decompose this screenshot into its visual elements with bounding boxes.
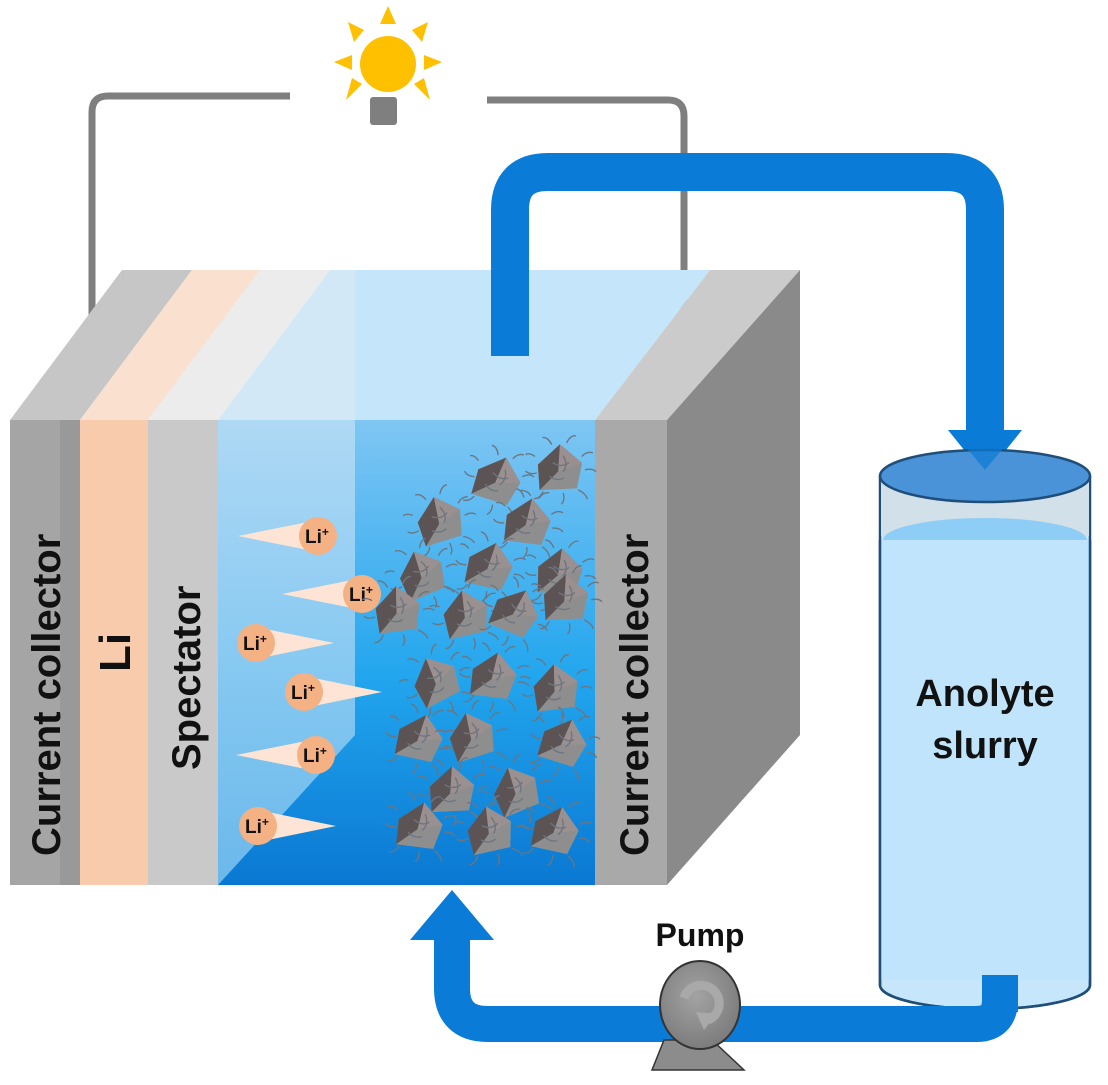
cell-side-face [667,270,800,885]
pipe-tank-outlet [982,1005,1018,1007]
ion-trail [238,520,318,552]
ion-trail [256,627,334,659]
label-current-collector-right: Current collector [613,534,657,856]
external-circuit [88,92,688,356]
lithium-ion [299,517,337,555]
lithium-ion [285,673,323,711]
tank-label-line2: slurry [932,725,1038,767]
flow-arrow-up-icon [410,890,494,940]
lithium-anode [80,420,148,885]
ion-trail [282,578,362,610]
cell-top-face [10,270,800,420]
rotate-arrow-icon [679,980,724,1030]
ion-trail [258,810,336,842]
pipe-outlet [491,153,1004,440]
lithium-ions: Li+Li+Li+Li+Li+Li+ [236,517,382,845]
pump: Pump [650,917,746,1071]
wire-left [88,92,290,356]
label-spectator: Spectator [165,586,209,771]
pump-label: Pump [656,917,745,953]
ion-trail [236,739,316,771]
light-bulb-icon [334,6,442,125]
wire-right [487,96,688,356]
current-collector-right [595,420,667,885]
current-collector-left-shade [60,420,80,885]
label-current-collector-left: Current collector [25,534,69,856]
ion-trail [304,676,382,708]
lithium-ion [297,736,335,774]
pump-body [659,960,741,1050]
lithium-ion [343,575,381,613]
tank-label-line1: Anolyte [915,673,1054,715]
label-lithium: Li [91,633,140,672]
lithium-ion [239,807,277,845]
anolyte-tank: Anolyte slurry [878,440,1092,1011]
spectator-layer [148,420,218,885]
lithium-ion [237,624,275,662]
